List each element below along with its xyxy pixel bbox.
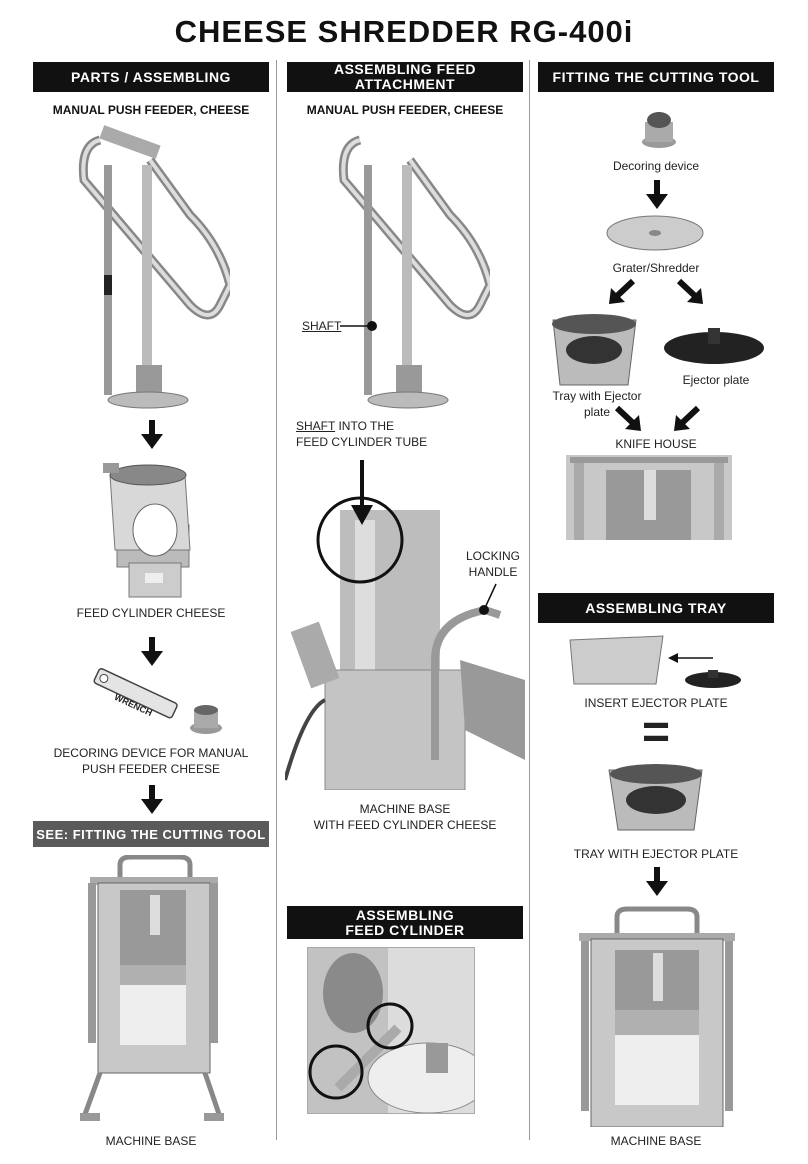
caption-tray-with-ejector-2: TRAY WITH EJECTOR PLATE <box>573 847 739 861</box>
locking-pointer-icon <box>479 583 497 615</box>
banner-line-2: ATTACHMENT <box>354 76 456 92</box>
column-divider-2 <box>529 60 530 1140</box>
push-feeder-image <box>78 125 230 409</box>
shaft-word: SHAFT <box>296 419 336 433</box>
ejector-plate-image <box>664 328 764 364</box>
caption-machine-base-2: MACHINE BASE <box>610 1134 702 1148</box>
shaft-label: SHAFT <box>302 319 342 333</box>
machine-base-image <box>80 855 224 1121</box>
arrow-down-icon <box>141 785 163 814</box>
banner-line-1: ASSEMBLING FEED <box>333 61 477 77</box>
arrow-down-right-icon <box>676 278 703 304</box>
caption-shaft-into: SHAFT INTO THE FEED CYLINDER TUBE <box>296 418 427 450</box>
caption-machine-base-1: MACHINE BASE <box>105 1134 197 1148</box>
banner-parts-assembling: PARTS / ASSEMBLING <box>33 62 269 92</box>
tray-with-ejector-image <box>608 764 703 831</box>
subheading-manual-push-feeder-2: MANUAL PUSH FEEDER, CHEESE <box>306 103 504 117</box>
arrow-down-right-icon <box>614 405 641 431</box>
banner-line-1: ASSEMBLING <box>355 906 455 923</box>
caption-line-1: MACHINE BASE <box>359 802 451 816</box>
locking-line-2: HANDLE <box>468 565 518 579</box>
shaft-pointer-icon <box>340 321 377 331</box>
arrow-down-icon <box>646 180 668 209</box>
feed-cylinder-assembly-photo <box>307 947 489 1114</box>
knife-house-image <box>566 455 732 540</box>
subheading-manual-push-feeder: MANUAL PUSH FEEDER, CHEESE <box>52 103 250 117</box>
arrow-down-icon <box>646 867 668 896</box>
arrow-down-left-icon <box>609 278 636 304</box>
insert-ejector-image <box>569 635 741 688</box>
banner-fitting-cutting-tool: FITTING THE CUTTING TOOL <box>538 62 774 92</box>
feed-cylinder-image <box>103 463 191 598</box>
page-title: CHEESE SHREDDER RG-400i <box>174 14 634 49</box>
wrench-image <box>93 668 178 719</box>
caption-decoring-device-2: Decoring device <box>612 159 700 173</box>
caption-line-2: PUSH FEEDER CHEESE <box>81 762 221 776</box>
banner-line-2: FEED CYLINDER <box>345 921 465 938</box>
caption-knife-house: KNIFE HOUSE <box>615 437 697 451</box>
arrow-down-icon <box>141 420 163 449</box>
banner-see-fitting: SEE: FITTING THE CUTTING TOOL <box>33 821 269 847</box>
caption-tray-with-ejector: Tray with Ejector plate <box>552 389 642 419</box>
decoring-device-image <box>190 705 222 734</box>
arrow-down-left-icon <box>674 405 701 431</box>
grater-shredder-image <box>606 215 704 251</box>
shaft-into-line-2: FEED CYLINDER TUBE <box>296 435 428 449</box>
caption-line-2: WITH FEED CYLINDER CHEESE <box>313 818 497 832</box>
caption-feed-cylinder: FEED CYLINDER CHEESE <box>76 606 226 620</box>
shaft-into-line-1: INTO THE <box>338 419 395 433</box>
feed-attachment-photo <box>283 460 525 791</box>
locking-handle-label: LOCKING HANDLE <box>463 548 523 580</box>
caption-machine-base-feed: MACHINE BASE WITH FEED CYLINDER CHEESE <box>287 801 523 833</box>
caption-line-1: DECORING DEVICE FOR MANUAL <box>53 746 249 760</box>
caption-decoring-device: DECORING DEVICE FOR MANUAL PUSH FEEDER C… <box>33 745 269 777</box>
caption-grater-shredder: Grater/Shredder <box>612 261 700 275</box>
column-divider-1 <box>276 60 277 1140</box>
caption-ejector-plate: Ejector plate <box>682 373 750 387</box>
caption-insert-ejector: INSERT EJECTOR PLATE <box>584 696 728 710</box>
equals-sign: = <box>641 706 671 759</box>
push-feeder-image-2 <box>338 135 490 409</box>
locking-line-1: LOCKING <box>465 549 520 563</box>
decoring-device-image-2 <box>642 112 676 148</box>
tray-image <box>552 314 637 386</box>
arrow-down-icon <box>141 637 163 666</box>
banner-assembling-tray: ASSEMBLING TRAY <box>538 593 774 623</box>
machine-base-image-2 <box>579 906 735 1127</box>
